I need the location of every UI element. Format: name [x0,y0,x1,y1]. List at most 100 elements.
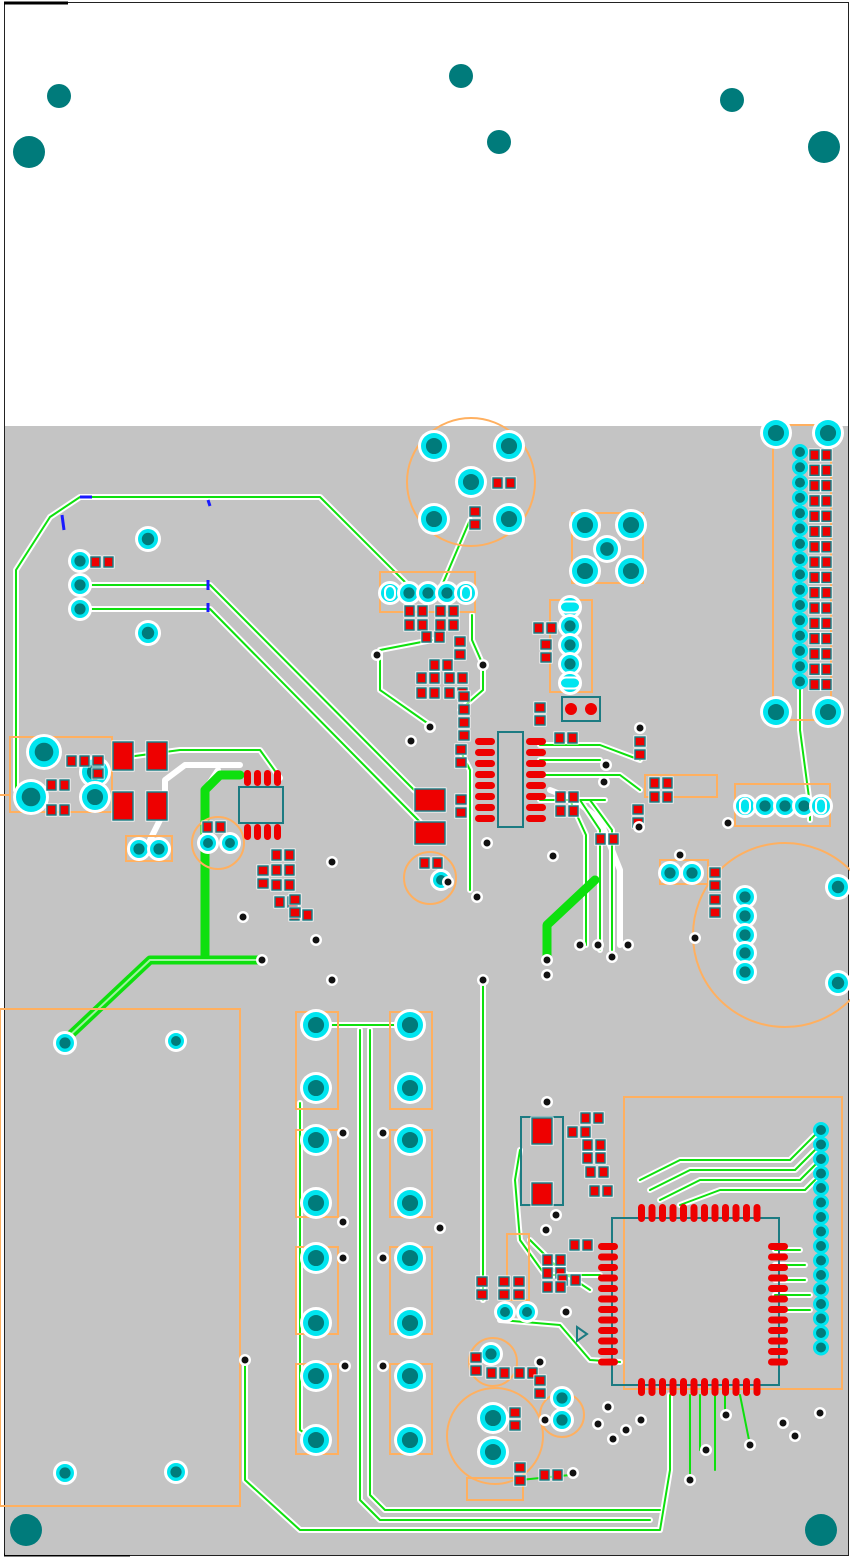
via [339,1218,347,1226]
ic-pin [475,782,495,789]
smd-cap-pad [709,880,721,891]
mcu-pin [598,1358,618,1366]
header-pin [792,551,808,568]
pad-core [819,424,837,442]
smd-array-pad [809,571,820,584]
pad-core [21,787,41,807]
pad-core [485,1348,497,1360]
through-hole-pad [418,503,450,535]
smd-cap-pad [662,777,673,789]
smd-array-pad [821,464,832,477]
mcu-pin [701,1204,708,1222]
pad-core [739,891,751,903]
mcu-pin [722,1378,729,1396]
via [536,1358,544,1366]
smd-cap-pad [448,605,459,617]
smd-cap-pad [709,867,721,878]
through-hole-pad [493,503,525,535]
mcu-pin [768,1306,788,1313]
smd-cap-pad [284,849,295,861]
smd-cap-pad [432,857,443,869]
pad-core [739,910,751,922]
through-hole-pad [135,620,161,646]
pad-core [74,555,86,567]
smd-cap-pad [289,907,301,918]
mount-hole [10,1514,42,1546]
pad-core [767,703,785,721]
pad-core [795,477,805,488]
smd-cap-pad [534,1388,546,1399]
smd-cap-pad [602,1185,613,1197]
mcu-pin [659,1204,666,1222]
smd-cap-pad [514,1462,526,1473]
pad-core [816,1154,826,1164]
smd-cap-pad [429,687,440,699]
smd-array-pad [821,449,832,461]
pad-core [739,966,751,978]
smd-cap-pad [533,622,544,634]
pad-core [816,1328,826,1338]
smd-cap-pad [289,894,301,905]
silk-ring [403,851,457,905]
pad-core [816,1139,826,1150]
header-pin [792,612,808,629]
via [379,1254,387,1262]
smd-cap-pad [582,1139,593,1151]
smd-large-pad [112,791,134,821]
pad-core [401,1131,419,1149]
via [562,1308,570,1316]
ic-pin [475,815,495,822]
ic-pin [526,749,546,756]
via [691,934,699,942]
mcu-pin [638,1378,645,1396]
smd-cap-pad [540,652,552,663]
via [552,1211,560,1219]
header-pin [792,459,808,476]
header-pin [792,444,808,460]
mcu-pin [598,1337,618,1345]
through-hole-pad [733,904,757,928]
through-hole-pad [812,696,844,728]
through-hole-pad [416,581,440,605]
via [436,1224,444,1232]
pad-core [170,1466,182,1478]
smd-cap-pad [498,1276,510,1287]
silk-2pin [125,835,173,862]
blue-markers [60,495,212,612]
smd-cap-pad [284,879,295,891]
pad-core [576,516,594,534]
smd-cap-pad [444,672,455,684]
through-hole-pad [558,652,582,676]
smd-cap-pad [454,636,466,647]
ic-pin [526,782,546,789]
header-pin [792,566,808,583]
mcu-pin [753,1204,761,1222]
smd-cap-pad [457,672,468,684]
through-hole-pad [733,923,757,947]
smd-array-pad [821,556,832,568]
pad-core [759,800,771,812]
smd-cap-pad [271,864,282,876]
through-hole-pad [394,1187,426,1219]
via [473,893,481,901]
pad-core [600,542,614,556]
pad-core [795,569,805,580]
ic-pin [274,824,281,840]
connector-pin [813,1194,829,1211]
pad-core [86,788,104,806]
pad-core [767,424,785,442]
ic-small-outline [238,786,284,824]
header-pin [792,627,808,644]
mount-hole [805,1514,837,1546]
connector-pin [813,1281,829,1298]
through-hole-pad [147,837,171,861]
via [676,851,684,859]
smd-array-pad [809,541,820,553]
via [339,1254,347,1262]
mcu-pin [598,1295,618,1303]
through-hole-pad [300,1124,332,1156]
pad-core [564,658,576,670]
pad-core [401,1314,419,1332]
pad-core [133,843,145,855]
crystal-pad [585,703,597,715]
